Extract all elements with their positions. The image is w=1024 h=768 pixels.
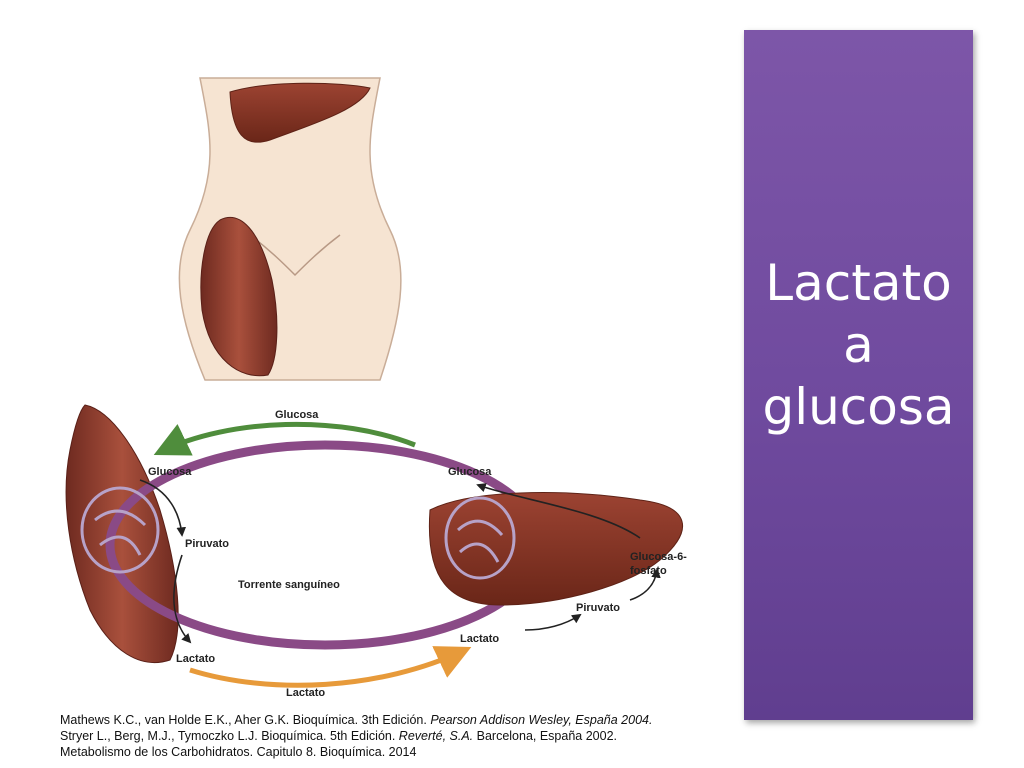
label-lactato-bottom: Lactato: [286, 687, 325, 699]
title-line-2: a: [843, 316, 874, 374]
lactate-to-pyruvate-arrow: [524, 613, 582, 631]
label-glucosa6-line2: fosfato: [630, 565, 667, 577]
liver-small: [229, 82, 371, 143]
muscle-thigh: [200, 217, 278, 377]
reference-1: Mathews K.C., van Holde E.K., Aher G.K. …: [60, 713, 653, 727]
label-lactato-muscle: Lactato: [176, 653, 215, 665]
label-glucosa-liver: Glucosa: [448, 466, 492, 478]
liver-large: [428, 492, 683, 606]
cori-cycle-diagram: Glucosa Glucosa Glucosa Piruvato Torrent…: [65, 77, 687, 699]
label-piruvato-muscle: Piruvato: [185, 538, 229, 550]
reference-3: Metabolismo de los Carbohidratos. Capitu…: [60, 745, 417, 759]
pyruvate-to-g6p-arrow: [629, 568, 661, 601]
muscle-capillaries: [80, 486, 160, 574]
glucose-to-pyruvate-arrow: [139, 479, 187, 537]
title-panel: Lactato a glucosa: [744, 30, 973, 720]
label-torrente: Torrente sanguíneo: [238, 579, 340, 591]
liver-capillaries: [444, 496, 516, 580]
reference-2: Stryer L., Berg, M.J., Tymoczko L.J. Bio…: [60, 729, 617, 743]
pyruvate-to-lactate-arrow: [173, 554, 192, 644]
references: Mathews K.C., van Holde E.K., Aher G.K. …: [60, 712, 740, 760]
label-glucosa-top: Glucosa: [275, 409, 319, 421]
title-line-3: glucosa: [762, 378, 955, 436]
label-lactato-liver: Lactato: [460, 633, 499, 645]
glucose-arrow: [153, 421, 416, 456]
lactate-arrow: [189, 646, 472, 688]
label-piruvato-liver: Piruvato: [576, 602, 620, 614]
label-glucosa-muscle: Glucosa: [148, 466, 192, 478]
slide-title: Lactato a glucosa: [762, 252, 954, 438]
label-glucosa6-line1: Glucosa-6-: [630, 551, 687, 563]
title-line-1: Lactato: [765, 254, 952, 312]
g6p-to-glucose-arrow: [476, 483, 641, 539]
